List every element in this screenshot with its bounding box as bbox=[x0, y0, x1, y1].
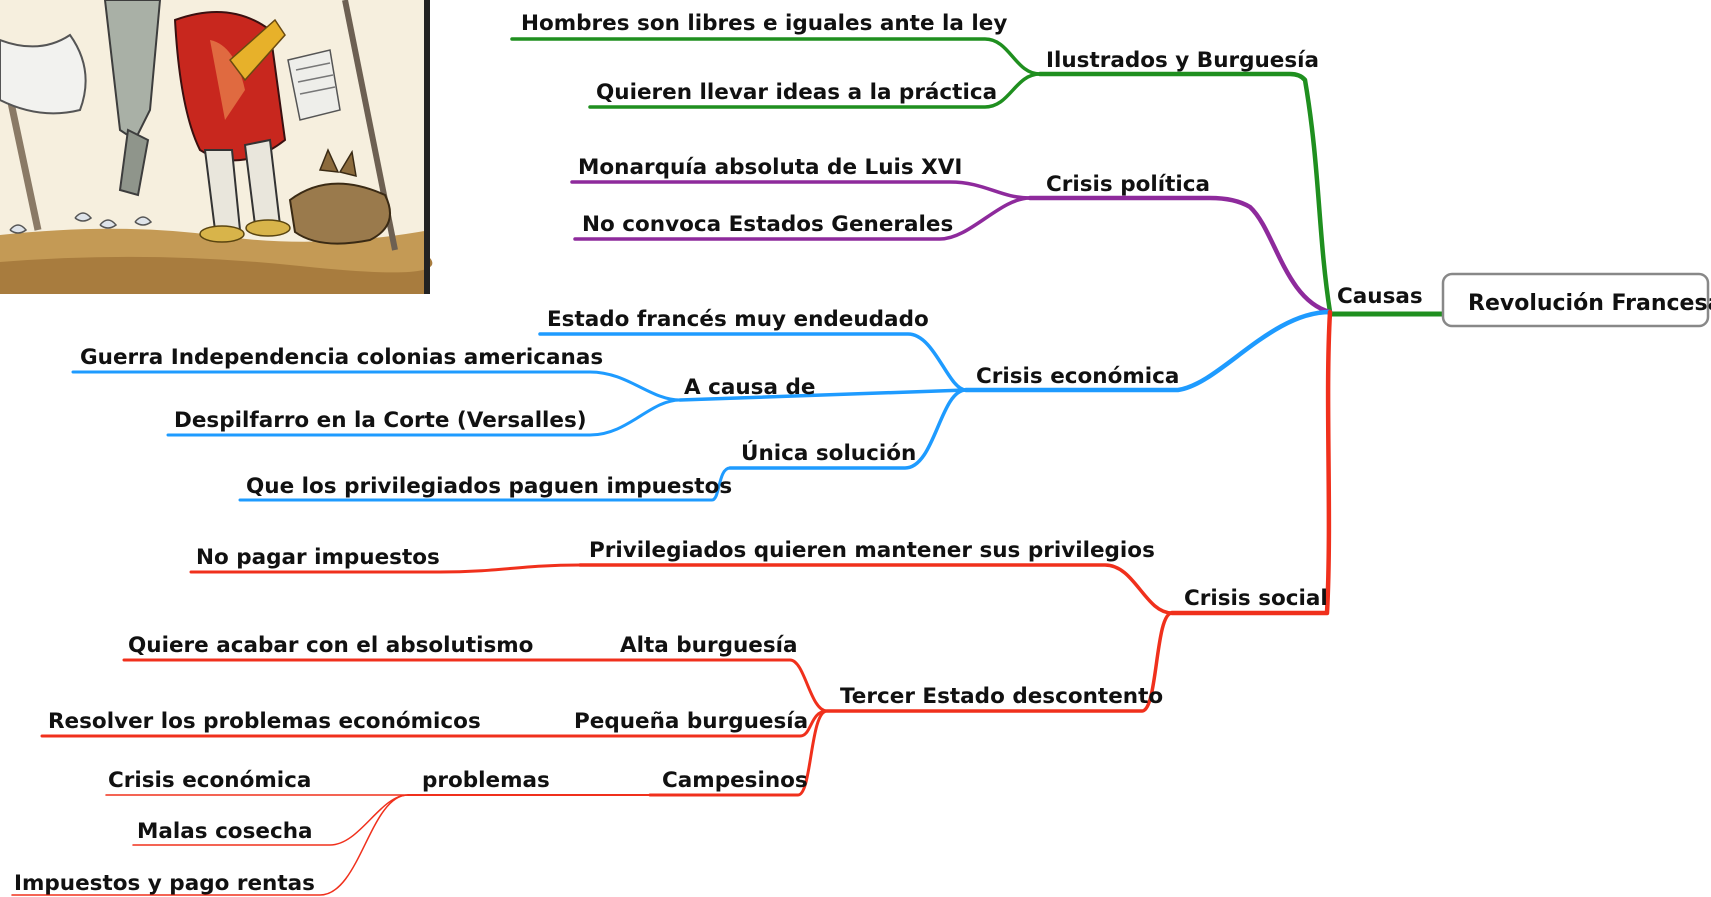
node-alta-item[interactable]: Quiere acabar con el absolutismo bbox=[128, 633, 533, 658]
node-economica[interactable]: Crisis económica bbox=[976, 364, 1179, 389]
node-solucion[interactable]: Que los privilegiados paguen impuestos bbox=[246, 474, 732, 499]
node-pequena-burguesia[interactable]: Pequeña burguesía bbox=[574, 709, 808, 734]
node-politica[interactable]: Crisis política bbox=[1046, 172, 1210, 197]
node-politica-item[interactable]: No convoca Estados Generales bbox=[582, 212, 953, 237]
node-ilustrados[interactable]: Ilustrados y Burguesía bbox=[1046, 48, 1319, 73]
node-no-pagar[interactable]: No pagar impuestos bbox=[196, 545, 440, 570]
node-alta-burguesia[interactable]: Alta burguesía bbox=[620, 633, 798, 658]
node-problema-item[interactable]: Crisis económica bbox=[108, 768, 311, 793]
node-pequena-item[interactable]: Resolver los problemas económicos bbox=[48, 709, 481, 734]
node-tercer-estado[interactable]: Tercer Estado descontento bbox=[840, 684, 1163, 709]
node-unica-solucion[interactable]: Única solución bbox=[741, 440, 916, 466]
node-privilegiados[interactable]: Privilegiados quieren mantener sus privi… bbox=[589, 538, 1155, 563]
illustration-image bbox=[0, 0, 433, 294]
node-a-causa-de[interactable]: A causa de bbox=[684, 375, 815, 400]
branch-social bbox=[11, 309, 1333, 896]
node-causas[interactable]: Causas bbox=[1337, 284, 1423, 309]
node-endeudado[interactable]: Estado francés muy endeudado bbox=[547, 307, 929, 332]
root-node[interactable]: Revolución Francesa bbox=[1441, 272, 1711, 328]
branch-economica bbox=[71, 309, 1333, 502]
node-causa-item[interactable]: Despilfarro en la Corte (Versalles) bbox=[174, 408, 587, 433]
node-ilustrados-item[interactable]: Quieren llevar ideas a la práctica bbox=[596, 80, 997, 105]
node-problema-item[interactable]: Impuestos y pago rentas bbox=[14, 871, 315, 896]
node-problemas[interactable]: problemas bbox=[422, 768, 550, 793]
node-problema-item[interactable]: Malas cosecha bbox=[137, 819, 313, 844]
node-social[interactable]: Crisis social bbox=[1184, 586, 1328, 611]
node-causa-item[interactable]: Guerra Independencia colonias americanas bbox=[80, 345, 603, 370]
branch-ilustrados bbox=[510, 37, 1333, 315]
node-campesinos[interactable]: Campesinos bbox=[662, 768, 808, 793]
node-politica-item[interactable]: Monarquía absoluta de Luis XVI bbox=[578, 155, 962, 180]
root-label: Revolución Francesa bbox=[1468, 291, 1711, 316]
node-ilustrados-item[interactable]: Hombres son libres e iguales ante la ley bbox=[521, 11, 1007, 36]
branch-politica bbox=[570, 180, 1333, 315]
